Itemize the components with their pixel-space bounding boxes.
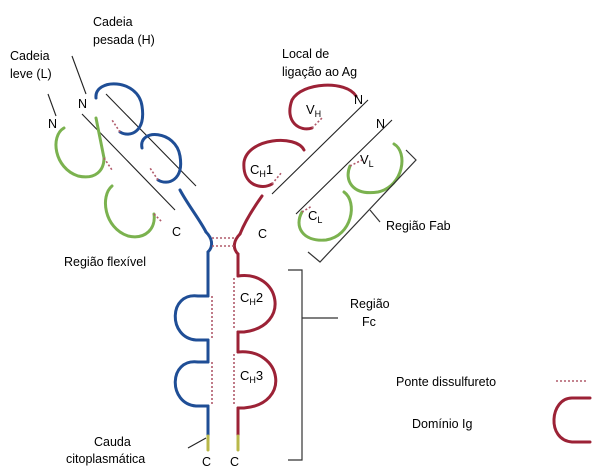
ig-domain-legend-symbol bbox=[552, 396, 592, 444]
right-ch1-domain bbox=[242, 138, 306, 188]
fab-bracket bbox=[307, 149, 417, 263]
fc-bracket bbox=[288, 269, 303, 461]
ig-domain-legend-label: Domínio Ig bbox=[412, 417, 472, 431]
light-chain-label-1: Cadeia bbox=[10, 49, 50, 63]
cl-label: CL bbox=[308, 208, 322, 225]
ch1-label: CH1 bbox=[250, 162, 273, 179]
binding-site-label-1: Local de bbox=[282, 47, 329, 61]
right-light-n-terminus: N bbox=[376, 117, 385, 131]
left-cl-domain bbox=[103, 184, 156, 239]
vh-label: VH bbox=[306, 102, 321, 119]
left-ch3-domain bbox=[173, 360, 210, 408]
right-heavy-c-terminus: C bbox=[230, 455, 239, 468]
right-vl-domain bbox=[346, 142, 404, 195]
left-light-c-terminus: C bbox=[172, 225, 181, 239]
tail-label-1: Cauda bbox=[94, 435, 131, 449]
binding-site-label-2: ligação ao Ag bbox=[282, 65, 357, 79]
right-light-c-terminus: C bbox=[258, 227, 267, 241]
right-cl-domain bbox=[297, 190, 353, 242]
left-ch1-domain bbox=[140, 133, 183, 184]
ch3-label: CH3 bbox=[240, 368, 263, 385]
heavy-chain-label-2: pesada (H) bbox=[93, 33, 155, 47]
ch2-label: CH2 bbox=[240, 290, 263, 307]
right-ch2-domain bbox=[236, 274, 277, 334]
hinge-region bbox=[204, 230, 242, 256]
left-ch2-domain bbox=[173, 294, 210, 342]
light-chain-label-2: leve (L) bbox=[10, 67, 52, 81]
vl-label: VL bbox=[360, 152, 374, 169]
right-heavy-n-terminus: N bbox=[354, 93, 363, 107]
tail-label-2: citoplasmática bbox=[66, 452, 145, 466]
left-arm bbox=[54, 82, 208, 239]
left-vh-domain bbox=[94, 82, 145, 136]
fc-label-1: Região bbox=[350, 297, 390, 311]
left-vl-domain bbox=[54, 126, 106, 179]
left-heavy-c-terminus: C bbox=[202, 455, 211, 468]
right-vh-domain bbox=[288, 83, 358, 131]
hinge-label: Região flexível bbox=[64, 255, 146, 269]
left-heavy-n-terminus: N bbox=[78, 97, 87, 111]
fc-label-2: Fc bbox=[362, 315, 376, 329]
fc-stem bbox=[173, 250, 278, 452]
heavy-chain-label-1: Cadeia bbox=[93, 15, 133, 29]
fab-label: Região Fab bbox=[386, 219, 451, 233]
right-arm bbox=[238, 83, 404, 242]
disulfide-legend-label: Ponte dissulfureto bbox=[396, 375, 496, 389]
right-ch3-domain bbox=[236, 350, 278, 410]
left-light-n-terminus: N bbox=[48, 117, 57, 131]
